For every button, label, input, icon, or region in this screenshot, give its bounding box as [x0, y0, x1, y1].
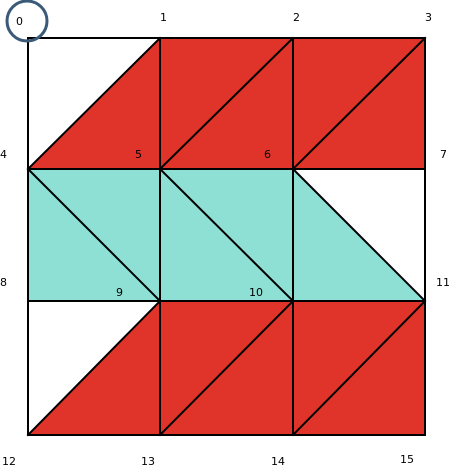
diagonal-2-5	[158, 36, 295, 171]
vertex-label-0: 0	[16, 15, 23, 28]
vertex-label-8: 8	[0, 276, 7, 289]
vertex-label-12: 12	[2, 455, 16, 466]
vertex-label-4: 4	[0, 148, 7, 161]
vertex-label-10: 10	[249, 286, 263, 299]
vertex-label-15: 15	[400, 453, 414, 466]
selected-vertex-ring	[5, 0, 49, 43]
diagonal-5-10	[158, 167, 295, 303]
vertex-label-14: 14	[271, 455, 285, 466]
diagonal-11-14	[291, 299, 427, 437]
vertex-label-5: 5	[135, 148, 142, 161]
vertex-label-6: 6	[264, 148, 271, 161]
grid-lines	[26, 36, 427, 437]
vertex-label-2: 2	[293, 11, 300, 24]
diagonal-1-4	[26, 36, 162, 171]
vertex-label-9: 9	[116, 286, 123, 299]
diagonal-9-12	[26, 299, 162, 437]
vertex-label-3: 3	[425, 11, 432, 24]
diagonal-10-13	[158, 299, 295, 437]
diagonal-4-9	[26, 167, 162, 303]
diagonal-6-11	[291, 167, 427, 303]
vertex-label-1: 1	[160, 11, 167, 24]
vertex-label-11: 11	[436, 276, 450, 289]
diagonal-3-6	[291, 36, 427, 171]
vertex-label-13: 13	[141, 455, 155, 466]
vertex-label-7: 7	[440, 148, 447, 161]
